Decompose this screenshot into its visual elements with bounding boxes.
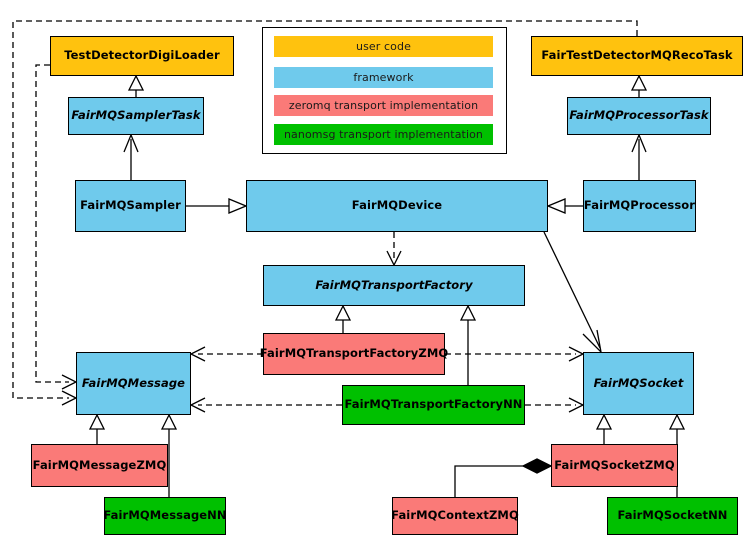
- class-box-fair-mq-sampler-task[interactable]: FairMQSamplerTask: [68, 97, 204, 135]
- class-box-fair-test-detector-mq-reco-task[interactable]: FairTestDetectorMQRecoTask: [531, 36, 743, 76]
- legend-label-zeromq: zeromq transport implementation: [288, 99, 479, 112]
- class-box-test-detector-digi-loader[interactable]: TestDetectorDigiLoader: [50, 36, 234, 76]
- class-box-fair-mq-message-nn[interactable]: FairMQMessageNN: [103, 497, 227, 535]
- edge-composition-contextzmq-socketzmq: [454, 458, 553, 497]
- edge-dependency-tfzmq-message: [189, 346, 263, 362]
- class-box-fair-mq-processor[interactable]: FairMQProcessor: [583, 180, 696, 232]
- edge-generalization-sampler-device: [186, 198, 248, 214]
- class-box-fair-mq-socket[interactable]: FairMQSocket: [583, 352, 694, 415]
- class-box-fair-mq-sampler[interactable]: FairMQSampler: [75, 180, 186, 232]
- legend-item-user-code: user code: [274, 36, 493, 57]
- class-box-fair-mq-transport-factory-nn[interactable]: FairMQTransportFactoryNN: [342, 385, 525, 425]
- edge-dependency-tfnn-message: [189, 397, 342, 413]
- legend-label-user-code: user code: [356, 40, 411, 53]
- class-box-fair-mq-socket-nn[interactable]: FairMQSocketNN: [607, 497, 738, 535]
- legend-label-nanomsg: nanomsg transport implementation: [283, 128, 484, 141]
- edge-association-sampler-samplertask: [123, 133, 139, 180]
- edge-generalization-messagezmq-message: [88, 413, 106, 444]
- edge-dependency-tfzmq-socket: [445, 346, 585, 362]
- edge-dependency-tfnn-socket: [525, 397, 585, 413]
- edge-association-processor-processortask: [631, 133, 647, 180]
- class-box-fair-mq-socket-zmq[interactable]: FairMQSocketZMQ: [551, 444, 678, 487]
- edge-generalization-tfzmq-transportfactory: [334, 304, 352, 333]
- edge-generalization-samplertask-digiloader: [127, 74, 145, 97]
- class-box-fair-mq-device[interactable]: FairMQDevice: [246, 180, 548, 232]
- class-box-fair-mq-transport-factory[interactable]: FairMQTransportFactory: [263, 265, 525, 306]
- class-box-fair-mq-message[interactable]: FairMQMessage: [76, 352, 191, 415]
- legend-item-framework: framework: [274, 67, 493, 88]
- edge-generalization-processor-device: [546, 198, 583, 214]
- edge-generalization-socketzmq-socket: [595, 413, 613, 444]
- edge-dependency-device-transportfactory: [386, 232, 402, 267]
- class-box-fair-mq-transport-factory-zmq[interactable]: FairMQTransportFactoryZMQ: [260, 333, 448, 375]
- class-box-fair-mq-context-zmq[interactable]: FairMQContextZMQ: [391, 497, 519, 535]
- legend-item-zeromq: zeromq transport implementation: [274, 95, 493, 116]
- edge-generalization-processortask-recotask: [630, 74, 648, 97]
- class-box-fair-mq-message-zmq[interactable]: FairMQMessageZMQ: [31, 444, 168, 487]
- edge-association-device-socket: [543, 231, 603, 354]
- legend-label-framework: framework: [353, 71, 414, 84]
- edge-generalization-tfnn-transportfactory: [459, 304, 477, 385]
- legend-item-nanomsg: nanomsg transport implementation: [274, 124, 493, 145]
- class-box-fair-mq-processor-task[interactable]: FairMQProcessorTask: [567, 97, 711, 135]
